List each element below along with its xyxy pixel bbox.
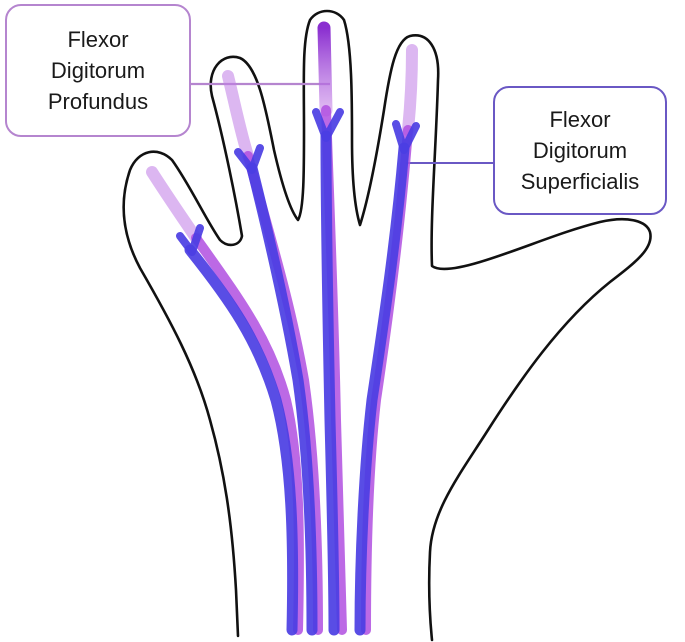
superficialis-tendon-finger-5 [184,244,299,636]
superficialis-tendon-finger-2 [354,142,410,636]
superficialis-split-finger-5 [176,224,204,256]
superficialis-label-line-3: Superficialis [520,169,640,194]
profundus-tendon-finger-5 [191,233,304,635]
flexor-digitorum-profundus-label: Flexor Digitorum Profundus [5,4,191,137]
profundus-label-line-1: Flexor [67,27,129,52]
superficialis-tendon-finger-4 [246,162,318,636]
superficialis-tendons [176,108,420,636]
superficialis-split-finger-2 [392,120,420,154]
profundus-tip-finger-2 [402,44,418,136]
superficialis-split-finger-3 [312,108,344,142]
superficialis-label-line-2: Digitorum [532,138,628,163]
profundus-label-line-2: Digitorum [50,58,146,83]
profundus-tip-finger-5 [146,166,202,244]
superficialis-split-finger-4 [234,144,264,174]
profundus-tip-finger-4 [222,70,254,162]
superficialis-label-line-1: Flexor [549,107,611,132]
profundus-label-line-3: Profundus [47,89,149,114]
profundus-tendon-tips [146,44,418,244]
superficialis-tendon-finger-3 [320,130,340,636]
flexor-digitorum-superficialis-label: Flexor Digitorum Superficialis [493,86,667,215]
hand-outline [122,9,652,642]
profundus-tip-finger-3 [317,21,333,117]
